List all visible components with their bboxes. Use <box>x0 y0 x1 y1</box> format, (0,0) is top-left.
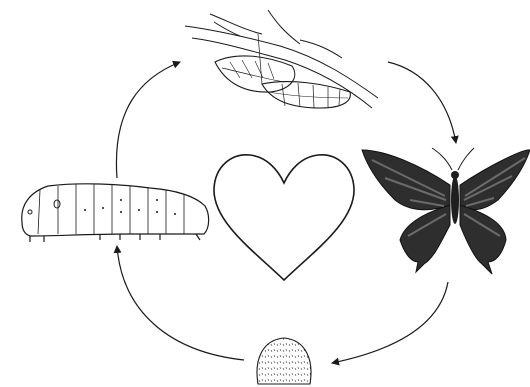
heart-icon <box>214 155 354 280</box>
arrow-larva-to-pupa <box>116 62 180 178</box>
butterfly-icon <box>362 148 530 274</box>
cycle-arrows <box>116 62 456 363</box>
chrysalis-icon <box>185 10 378 108</box>
egg-icon <box>257 338 311 384</box>
arrow-adult-to-egg <box>332 282 448 363</box>
arrow-pupa-to-adult <box>388 62 456 143</box>
arrow-egg-to-larva <box>117 246 244 360</box>
caterpillar-icon <box>22 184 209 242</box>
